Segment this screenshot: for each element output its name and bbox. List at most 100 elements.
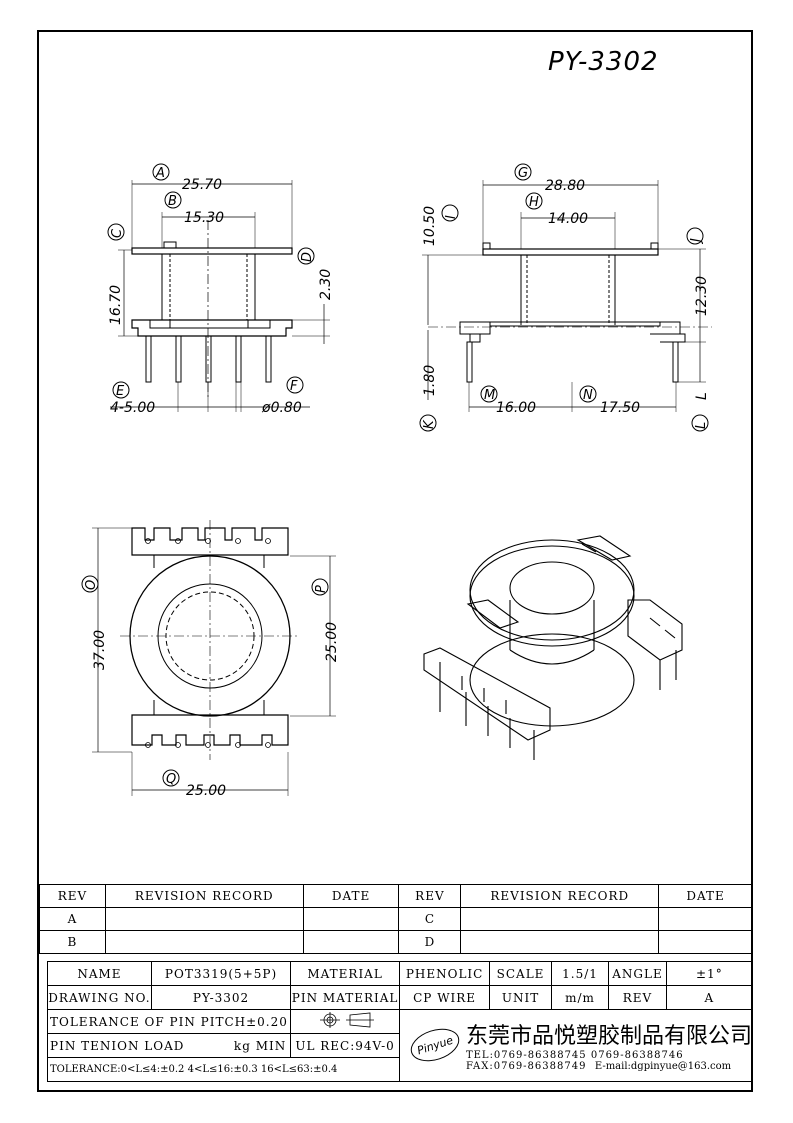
dim-l: L: [694, 392, 710, 400]
side-view: 28.80 G 14.00 H 10.50 I 12.30 J 1.80 K L…: [419, 163, 712, 432]
label-b: B: [168, 194, 177, 209]
logo-text: Pinyue: [415, 1033, 455, 1057]
rev-header: REV: [398, 884, 462, 908]
angle-value: ±1°: [665, 961, 754, 986]
unit-value: m/m: [550, 985, 610, 1010]
company-fax: FAX:0769-86388749: [465, 1061, 587, 1072]
revision-record-header: REVISION RECORD: [104, 884, 304, 908]
company-name: 东莞市品悦塑胶制品有限公司: [465, 1024, 752, 1049]
label-g: G: [518, 166, 528, 181]
dim-e: 4-5.00: [110, 400, 155, 416]
dim-a: 25.70: [182, 177, 222, 193]
table-row: NAME POT3319(5+5P) MATERIAL PHENOLIC SCA…: [47, 961, 754, 986]
table-row: TOLERANCE OF PIN PITCH±0.20 Pinyue 东莞市品悦…: [46, 1009, 754, 1082]
dim-c: 16.70: [108, 285, 124, 325]
tolerance-general: TOLERANCE:0<L≤4:±0.2 4<L≤16:±0.3 16<L≤63…: [47, 1057, 400, 1082]
rev-cell: A: [39, 907, 106, 931]
rev-cell: B: [39, 930, 106, 954]
date-cell: [658, 907, 753, 931]
label-q: Q: [166, 772, 176, 787]
ul-rating: UL REC:94V-0: [290, 1033, 400, 1058]
angle-label: ANGLE: [608, 961, 667, 986]
dim-k: 1.80: [422, 365, 438, 396]
label-j: J: [689, 238, 704, 245]
name-value: POT3319(5+5P): [150, 961, 292, 986]
pin-tension-unit: kg MIN: [233, 1038, 287, 1053]
company-tel: TEL:0769-86388745 0769-86388746: [465, 1050, 684, 1061]
pin-material-value: CP WIRE: [398, 985, 491, 1010]
label-n: N: [583, 388, 593, 403]
table-row: A C: [39, 907, 753, 931]
label-i: I: [444, 215, 459, 219]
rev-header: REV: [39, 884, 106, 908]
label-h: H: [529, 195, 539, 210]
rev-cell: C: [398, 907, 462, 931]
bottom-view: 37.00 O 25.00 P 25.00 Q: [81, 520, 340, 799]
date-header: DATE: [658, 884, 753, 908]
unit-label: UNIT: [489, 985, 552, 1010]
projection-icon: [320, 1012, 375, 1028]
label-a: A: [155, 166, 165, 181]
record-cell: [104, 907, 304, 931]
dim-f: ø0.80: [261, 400, 302, 416]
dim-b: 15.30: [184, 210, 224, 226]
label-m: M: [484, 388, 495, 403]
drawing-no-value: PY-3302: [150, 985, 292, 1010]
dim-q: 25.00: [186, 783, 226, 799]
label-f: F: [290, 379, 298, 394]
revision-record-header: REVISION RECORD: [460, 884, 660, 908]
company-block: Pinyue 东莞市品悦塑胶制品有限公司 TEL:0769-86388745 0…: [398, 1009, 754, 1082]
label-o: O: [84, 580, 99, 590]
material-value: PHENOLIC: [398, 961, 491, 986]
drawing-title: PY-3302: [548, 47, 659, 77]
label-e: E: [116, 384, 125, 399]
record-cell: [460, 930, 660, 954]
dim-m: 16.00: [496, 400, 536, 416]
date-cell: [302, 907, 400, 931]
front-view: 25.70 A 15.30 B 16.70 C 2.30 D 4-5.00 ø0…: [107, 163, 334, 416]
company-email: E-mail:dgpinyue@163.com: [594, 1061, 732, 1072]
dim-n: 17.50: [600, 400, 640, 416]
company-fax-email: FAX:0769-86388749 E-mail:dgpinyue@163.co…: [466, 1061, 752, 1072]
technical-drawing: PY-3302 25.70 A 15.30: [81, 47, 712, 799]
front-pins: [145, 335, 272, 383]
isometric-view: [423, 535, 683, 760]
scale-value: 1.5/1: [550, 961, 610, 986]
dim-o: 37.00: [92, 630, 108, 670]
rev-label: REV: [608, 985, 667, 1010]
dim-g: 28.80: [545, 178, 585, 194]
material-label: MATERIAL: [290, 961, 400, 986]
pin-tension-label: PIN TENION LOAD: [50, 1038, 185, 1053]
label-d: D: [300, 252, 315, 262]
dim-h: 14.00: [548, 211, 588, 227]
dim-p: 25.00: [324, 622, 340, 662]
dim-j: 12.30: [694, 276, 710, 316]
date-cell: [658, 930, 753, 954]
date-cell: [302, 930, 400, 954]
revision-header-row: REV REVISION RECORD DATE REV REVISION RE…: [39, 884, 753, 908]
rev-cell: D: [398, 930, 462, 954]
label-c: C: [110, 228, 125, 238]
revision-table: REV REVISION RECORD DATE REV REVISION RE…: [39, 884, 753, 954]
scale-label: SCALE: [489, 961, 552, 986]
name-label: NAME: [47, 961, 152, 986]
pin-tension: PIN TENION LOAD kg MIN: [46, 1033, 292, 1058]
rev-value: A: [665, 985, 754, 1010]
projection-symbol: [290, 1009, 400, 1034]
pin-material-label: PIN MATERIAL: [290, 985, 400, 1010]
dim-d: 2.30: [318, 269, 334, 300]
tolerance-pitch: TOLERANCE OF PIN PITCH±0.20: [46, 1009, 292, 1034]
table-row: TOLERANCE:0<L≤4:±0.2 4<L≤16:±0.3 16<L≤63…: [47, 1057, 753, 1082]
table-row: B D: [39, 930, 753, 954]
company-logo: Pinyue: [406, 1023, 464, 1067]
label-p: P: [314, 585, 329, 593]
label-l: L: [694, 422, 709, 429]
dim-i: 10.50: [422, 206, 438, 246]
record-cell: [104, 930, 304, 954]
table-row: DRAWING NO. PY-3302 PIN MATERIAL CP WIRE…: [47, 985, 754, 1010]
drawing-no-label: DRAWING NO.: [47, 985, 152, 1010]
date-header: DATE: [302, 884, 400, 908]
label-k: K: [422, 419, 437, 429]
drawing-frame: [37, 30, 753, 1092]
title-block: NAME POT3319(5+5P) MATERIAL PHENOLIC SCA…: [46, 961, 754, 1082]
